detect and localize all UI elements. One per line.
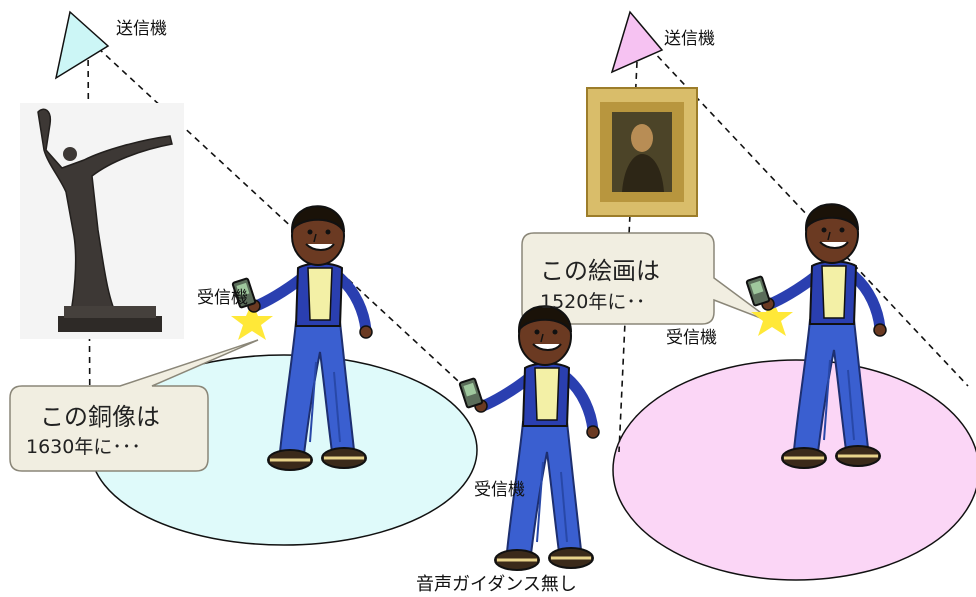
left-bubble-line2: 1630年に･･･: [26, 436, 141, 458]
center-receiver-label: 受信機: [474, 480, 525, 500]
right-transmitter-icon: [610, 10, 664, 74]
left-cone-edge: [97, 47, 471, 393]
left-bubble-line1: この銅像は: [40, 403, 160, 431]
bronze-statue-image: [20, 103, 184, 339]
right-bubble-line2: 1520年に･･: [540, 291, 646, 313]
left-receiver-label: 受信機: [197, 288, 248, 308]
right-receiver-label: 受信機: [666, 328, 717, 348]
no-guidance-caption: 音声ガイダンス無し: [416, 574, 577, 595]
right-bubble-line1: この絵画は: [540, 257, 660, 285]
painting-image: [586, 87, 698, 217]
left-signal-star-icon: [231, 302, 273, 340]
left-transmitter-label: 送信機: [116, 19, 167, 39]
right-signal-star-icon: [751, 298, 793, 336]
right-transmitter-label: 送信機: [664, 29, 715, 49]
left-speech-bubble: [9, 339, 259, 472]
left-transmitter-icon: [54, 10, 110, 80]
center-visitor-figure: [459, 306, 599, 570]
right-coverage-area: [612, 359, 976, 581]
right-speech-bubble: [521, 232, 777, 325]
